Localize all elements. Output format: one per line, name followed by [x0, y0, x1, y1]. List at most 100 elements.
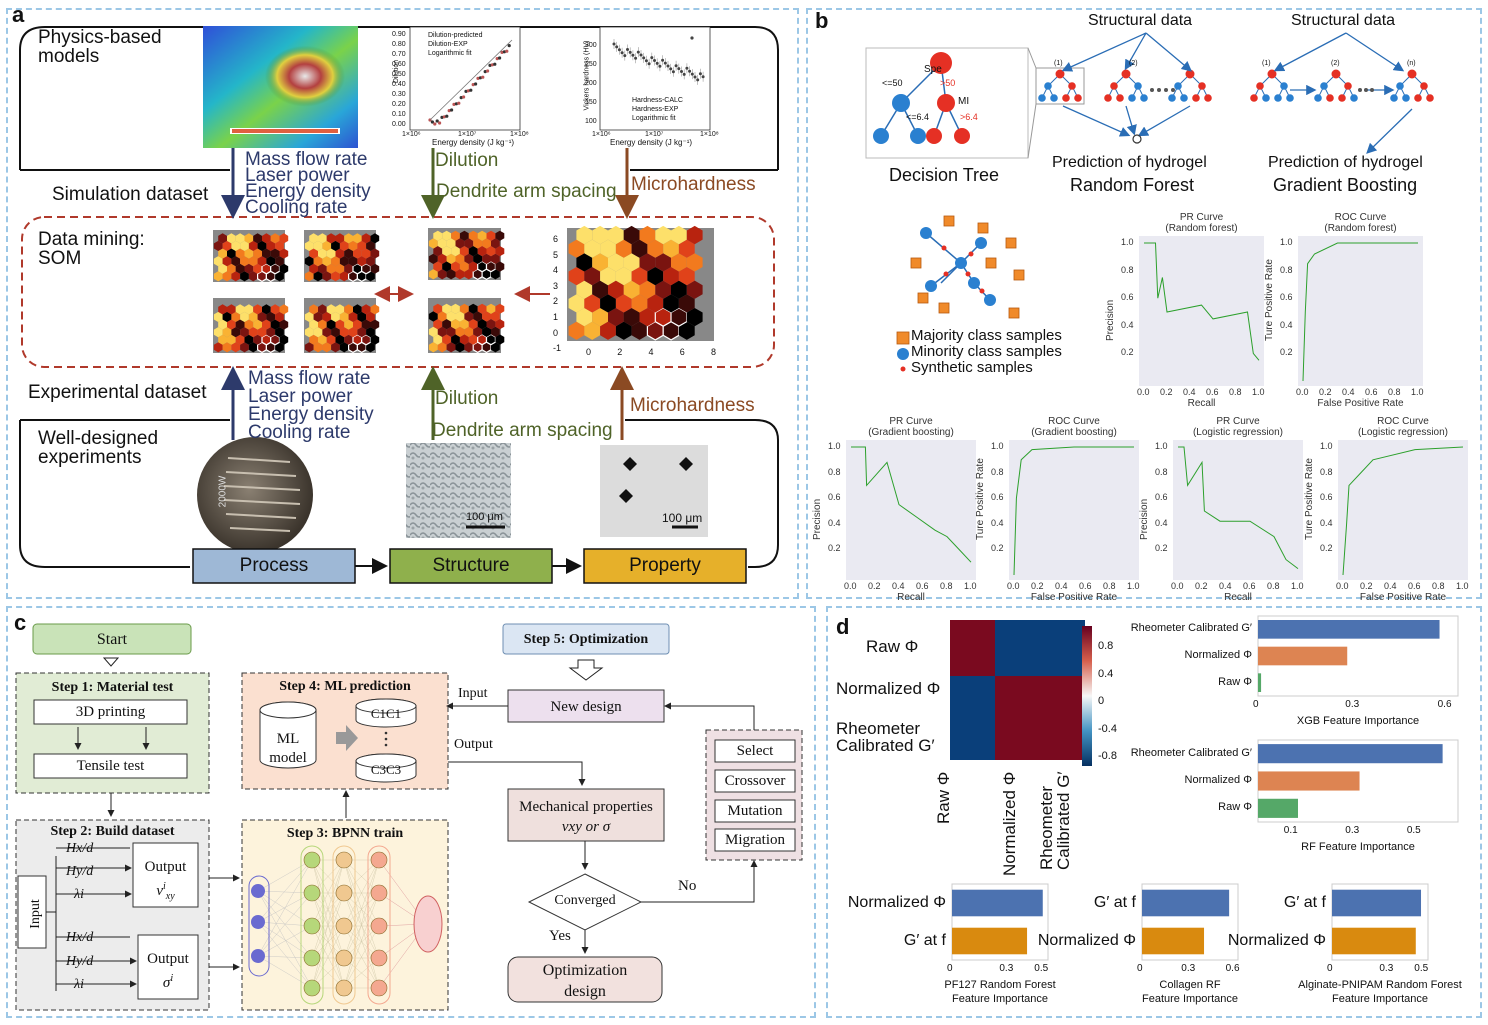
som-hex [344, 319, 353, 330]
heatmap-cell [950, 676, 995, 760]
som-hex [455, 342, 465, 353]
hardness-point [634, 56, 638, 60]
hardness-point [701, 75, 705, 79]
som-hex [213, 240, 223, 251]
som-hex [495, 230, 505, 241]
som-hex [477, 230, 487, 241]
som-hex [468, 230, 478, 241]
tree-node [1407, 69, 1417, 79]
sample-label: 2000W [217, 475, 229, 508]
som-hex [240, 311, 249, 322]
dilution-point [450, 108, 454, 112]
som-hex [231, 311, 241, 322]
feature-bar [1332, 889, 1422, 917]
som-hex [339, 271, 349, 282]
bar-xlabel: RF Feature Importance [1301, 841, 1415, 853]
chart-xtick: 1.0 [964, 581, 977, 591]
dilution-point [447, 109, 451, 113]
hardness-xtick: 1×10⁷ [645, 131, 664, 138]
som-hex [468, 319, 478, 330]
hardness-point [647, 62, 651, 66]
bar-xtick: 0.3 [1379, 963, 1394, 974]
som-hex [486, 230, 496, 241]
som-hex [576, 308, 593, 327]
som-hex [464, 253, 474, 264]
som-hex [608, 225, 624, 245]
chart-ytick: 0.8 [1280, 264, 1293, 275]
som-hex [222, 342, 232, 353]
feature-bar [1258, 744, 1443, 764]
som-hex [370, 263, 380, 274]
som-hex [442, 261, 452, 272]
hardness-point [631, 53, 635, 57]
ga-crossover: Crossover [724, 773, 786, 789]
chart-xtick: 0.0 [844, 581, 857, 591]
som-hex [468, 303, 478, 314]
tree-node [1174, 82, 1182, 90]
tree-node [1331, 69, 1341, 79]
tree-edge-label: >6.4 [960, 112, 978, 122]
panel-b-diagram [846, 32, 1468, 580]
gradient-boosting-label: Gradient Boosting [1273, 175, 1418, 195]
som-hex [279, 233, 289, 244]
roc-chart-bg [1298, 236, 1423, 386]
som-hex [428, 342, 438, 353]
som-hex [592, 225, 608, 245]
decision-tree-label: Decision Tree [889, 165, 1000, 185]
som-hex [568, 267, 585, 286]
bar-xtick: 0.5 [1414, 963, 1429, 974]
bpnn-hidden-node [303, 949, 321, 967]
som-hex [608, 308, 624, 327]
som-hex [437, 253, 447, 264]
som-hex [335, 248, 345, 259]
som-hex [671, 280, 687, 299]
chart-ytick: 0.6 [991, 492, 1004, 503]
som-hex [244, 304, 254, 315]
chart-title: ROC Curve (Logistic regression) [1357, 416, 1449, 438]
dilution-point [466, 89, 470, 93]
tree-index: (1) [1262, 60, 1271, 67]
som-hex [442, 303, 452, 314]
som-hex [235, 233, 245, 244]
roc-curve [1144, 242, 1260, 361]
som-hex [231, 240, 241, 251]
heatmap-row-label: Raw Φ [866, 637, 919, 656]
chart-ytick: 1.0 [1121, 237, 1134, 247]
heatmap-row-label: Normalized Φ [836, 679, 941, 698]
feature-hy: Hy/d [66, 954, 94, 969]
som-hex [451, 303, 460, 314]
som-hex [213, 271, 223, 282]
som-hex [218, 319, 227, 330]
bpnn-edge [257, 892, 313, 957]
c1c1-db: C1C1 [370, 706, 402, 721]
som-hex [639, 225, 656, 245]
bar-xtick: 0.6 [1225, 963, 1240, 974]
som-hex [468, 246, 478, 257]
feature-bar [952, 889, 1043, 917]
tree-edge-label: >50 [940, 78, 956, 88]
chart-xtick: 0.2 [1195, 581, 1208, 591]
som-hex [218, 233, 227, 244]
som-hex [318, 304, 327, 315]
sample-disc-image [197, 437, 313, 553]
hardness-point [669, 67, 673, 71]
som-hex [253, 319, 262, 330]
som-hex [218, 248, 227, 259]
chart-xtick: 0.6 [916, 581, 929, 591]
bpnn-input-node [251, 915, 265, 929]
tree-node [1198, 82, 1206, 90]
step4-title: Step 4: ML prediction [279, 679, 411, 694]
no-label: No [678, 878, 697, 894]
chart-title: PR Curve (Logistic regression) [1192, 416, 1284, 438]
bpnn-hidden-layer [300, 845, 324, 1005]
som-hex [686, 225, 703, 245]
microstructure-image [406, 443, 511, 538]
chart-xlabel: Recall [897, 592, 925, 603]
som-hex [235, 304, 245, 315]
som-hex [313, 256, 323, 267]
som-hex [455, 269, 465, 280]
chart-ytick: 0.2 [828, 543, 841, 554]
tree-index: (2) [1331, 60, 1340, 67]
sim-das: Dendrite arm spacing [436, 181, 617, 202]
